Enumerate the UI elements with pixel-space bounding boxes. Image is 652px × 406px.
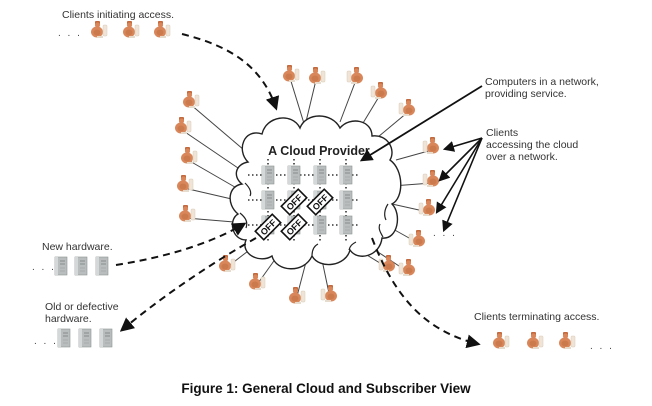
label-computers-network: Computers in a network, providing servic…: [485, 76, 599, 100]
client-link: [339, 79, 357, 123]
client-icon: [370, 81, 388, 100]
arrow-new-hardware: [115, 222, 247, 266]
client-icon: [558, 331, 576, 350]
client-icon: [174, 116, 192, 135]
label-clients-terminating: Clients terminating access.: [474, 311, 600, 323]
server-icon: [287, 165, 301, 185]
client-icon: [182, 90, 200, 109]
server-icon: [339, 215, 353, 235]
clients-initiating-group: [90, 20, 171, 39]
arrow-old-hardware: [119, 237, 257, 332]
client-icon: [346, 66, 364, 85]
client-icon: [408, 229, 426, 248]
label-new-hardware: New hardware.: [42, 241, 113, 253]
client-link: [181, 129, 239, 169]
client-icon: [418, 198, 436, 217]
server-icon: [261, 190, 275, 210]
client-icon: [492, 331, 510, 350]
arrow-clients-access-4: [442, 137, 483, 233]
client-icon: [180, 146, 198, 165]
client-icon: [282, 64, 300, 83]
client-link: [189, 103, 245, 151]
ellipsis-accessing: . . .: [433, 228, 457, 239]
arrow-clients-initiating: [181, 33, 280, 111]
client-icon: [153, 20, 171, 39]
figure-caption: Figure 1: General Cloud and Subscriber V…: [181, 381, 471, 396]
clients-terminating-group: [492, 331, 576, 350]
client-link: [187, 159, 241, 191]
arrow-computers-network: [359, 85, 483, 162]
client-icon: [320, 284, 338, 303]
server-icon: [54, 256, 68, 276]
client-icon: [248, 272, 266, 291]
ellipsis-old-hardware: . . .: [34, 336, 58, 347]
ellipsis-initiating: . . .: [58, 28, 82, 39]
cloud-provider-title: A Cloud Provider: [268, 144, 370, 158]
old-hardware-group: [57, 328, 113, 348]
client-icon: [90, 20, 108, 39]
client-icon: [176, 174, 194, 193]
client-link: [289, 77, 307, 131]
server-icon: [339, 165, 353, 185]
client-icon: [378, 254, 396, 273]
client-icon: [398, 98, 416, 117]
label-clients-accessing: Clients accessing the cloud over a netwo…: [486, 127, 579, 163]
client-icon: [288, 286, 306, 305]
client-icon: [398, 258, 416, 277]
arrow-clients-terminating: [371, 237, 481, 349]
server-icon: [313, 215, 327, 235]
arrow-clients-access-3: [435, 137, 483, 214]
server-icon: [78, 328, 92, 348]
client-icon: [422, 136, 440, 155]
label-old-hardware: Old or defective hardware.: [45, 301, 119, 325]
client-icon: [526, 331, 544, 350]
arrow-clients-access-2: [438, 137, 483, 182]
new-hardware-group: [54, 256, 109, 276]
server-icon: [313, 165, 327, 185]
client-icon: [122, 20, 140, 39]
ellipsis-terminating: . . .: [590, 341, 614, 352]
ellipsis-new-hardware: . . .: [32, 262, 56, 273]
label-clients-initiating: Clients initiating access.: [62, 9, 175, 21]
server-icon: [261, 165, 275, 185]
server-icon: [95, 256, 109, 276]
server-icon: [339, 190, 353, 210]
client-icon: [308, 66, 326, 85]
server-icon: [57, 328, 71, 348]
server-icon: [99, 328, 113, 348]
client-icon: [422, 169, 440, 188]
server-icon: [74, 256, 88, 276]
arrow-clients-access-1: [442, 137, 483, 152]
client-icon: [178, 204, 196, 223]
